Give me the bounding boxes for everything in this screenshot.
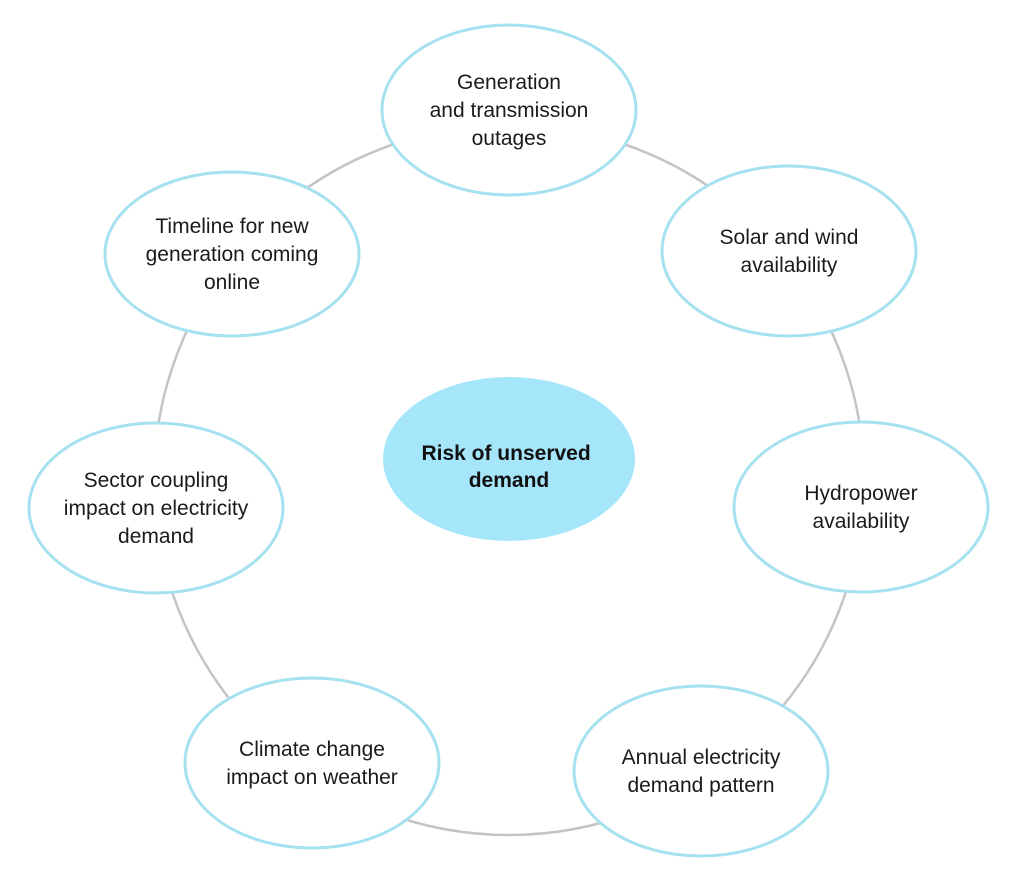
node-hydropower-availability: Hydropower availability <box>732 420 990 594</box>
node-label-line: demand pattern <box>627 774 774 797</box>
node-ellipse <box>103 170 361 338</box>
center-node-risk-of-unserved-demand: Risk of unserved demand <box>383 377 635 541</box>
node-label-line: Sector coupling <box>84 469 229 492</box>
node-ellipse <box>183 676 441 850</box>
node-label-line: online <box>204 271 260 294</box>
node-label: Hydropower availability <box>804 482 917 533</box>
node-label-line: availability <box>813 510 910 533</box>
node-label-line: Solar and wind <box>720 226 859 249</box>
node-label-line: Climate change <box>239 738 385 761</box>
node-label-line: Generation <box>457 71 561 94</box>
node-annual-demand-pattern: Annual electricity demand pattern <box>572 684 830 858</box>
node-label: Generation and transmission outages <box>430 71 589 150</box>
node-climate-change-weather: Climate change impact on weather <box>183 676 441 850</box>
node-ellipse <box>27 421 285 595</box>
node-timeline-new-generation: Timeline for new generation coming online <box>103 170 361 338</box>
node-ellipse <box>660 164 918 338</box>
node-label-line: Hydropower <box>804 482 917 505</box>
node-solar-wind-availability: Solar and wind availability <box>660 164 918 338</box>
node-label: Climate change impact on weather <box>226 738 398 789</box>
node-label-line: Timeline for new <box>155 215 309 238</box>
node-generation-transmission-outages: Generation and transmission outages <box>380 23 638 197</box>
node-label-line: demand <box>118 525 194 548</box>
node-label-line: generation coming <box>146 243 319 266</box>
node-ellipse <box>732 420 990 594</box>
center-label-line: demand <box>469 469 550 492</box>
node-label-line: impact on weather <box>226 766 398 789</box>
node-label-line: outages <box>472 127 547 150</box>
center-label-line: Risk of unserved <box>421 442 590 465</box>
node-label-line: and transmission <box>430 99 589 122</box>
node-ellipse <box>572 684 830 858</box>
center-label: Risk of unserved demand <box>421 442 596 492</box>
node-label: Solar and wind availability <box>720 226 859 277</box>
node-label: Sector coupling impact on electricity dema… <box>64 469 249 548</box>
node-ellipse <box>380 23 638 197</box>
node-sector-coupling-demand: Sector coupling impact on electricity dema… <box>27 421 285 595</box>
node-label-line: availability <box>741 254 838 277</box>
node-label-line: Annual electricity <box>622 746 781 769</box>
node-label-line: impact on electricity <box>64 497 249 520</box>
center-ellipse <box>383 377 635 541</box>
node-label: Timeline for new generation coming online <box>146 215 319 294</box>
node-label: Annual electricity demand pattern <box>622 746 781 797</box>
